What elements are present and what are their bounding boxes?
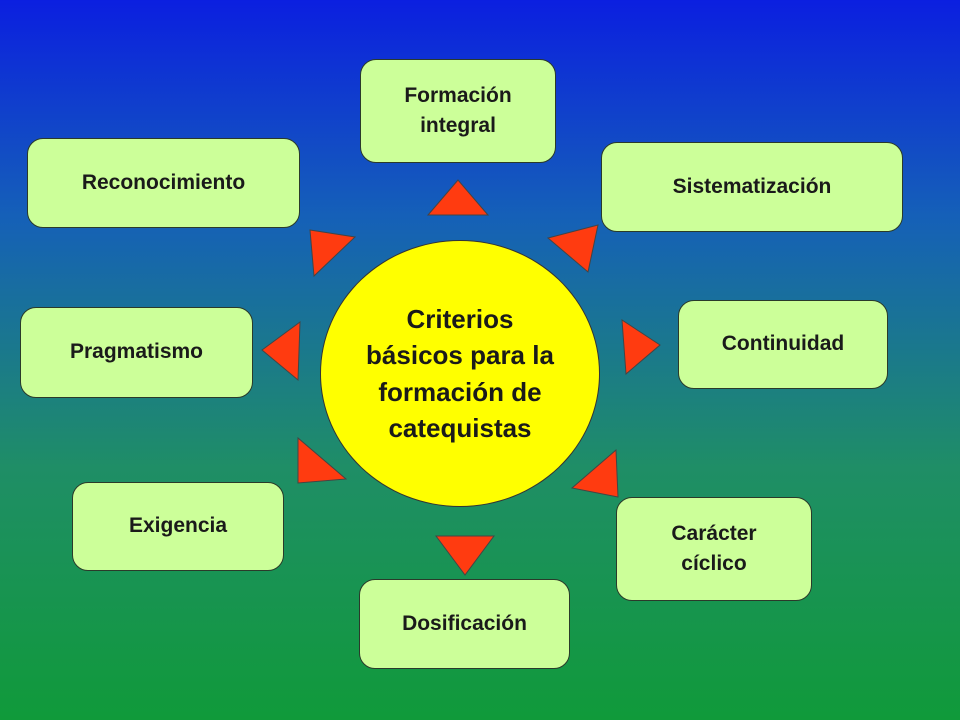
- node-dosificacion: Dosificación: [359, 579, 570, 669]
- node-formacion-integral: Formación integral: [360, 59, 556, 163]
- node-label: Formación: [404, 83, 512, 107]
- center-line-2: básicos para la: [366, 340, 554, 371]
- center-line-1: Criterios: [406, 303, 514, 334]
- node-pragmatismo: Pragmatismo: [20, 307, 253, 398]
- node-label: integral: [420, 114, 496, 137]
- arrow-left: [261, 320, 301, 382]
- node-exigencia: Exigencia: [72, 482, 284, 571]
- center-line-4: catequistas: [388, 412, 532, 443]
- node-label: Dosificación: [402, 611, 527, 635]
- node-continuidad: Continuidad: [678, 300, 888, 389]
- node-sistematizacion: Sistematización: [601, 142, 903, 232]
- arrow-down: [435, 535, 495, 576]
- arrow-down-left: [297, 436, 348, 484]
- center-line-3: formación de: [378, 376, 542, 407]
- node-label: Pragmatismo: [69, 340, 204, 364]
- arrow-up-right: [546, 224, 599, 273]
- arrow-right: [621, 319, 661, 376]
- arrow-up-left: [309, 229, 357, 278]
- node-label: Continuidad: [721, 332, 845, 356]
- node-caracter-ciclico: Carácter cíclico: [616, 497, 812, 601]
- node-label: Reconocimiento: [81, 170, 246, 194]
- node-label: Exigencia: [128, 514, 228, 538]
- node-reconocimiento: Reconocimiento: [27, 138, 300, 228]
- node-label: cíclico: [681, 552, 747, 575]
- central-concept: Criterios básicos para la formación de c…: [320, 240, 600, 507]
- node-label: Sistematización: [672, 174, 832, 198]
- arrow-down-right: [570, 448, 619, 498]
- arrow-up: [426, 179, 490, 216]
- node-label: Carácter: [671, 521, 757, 545]
